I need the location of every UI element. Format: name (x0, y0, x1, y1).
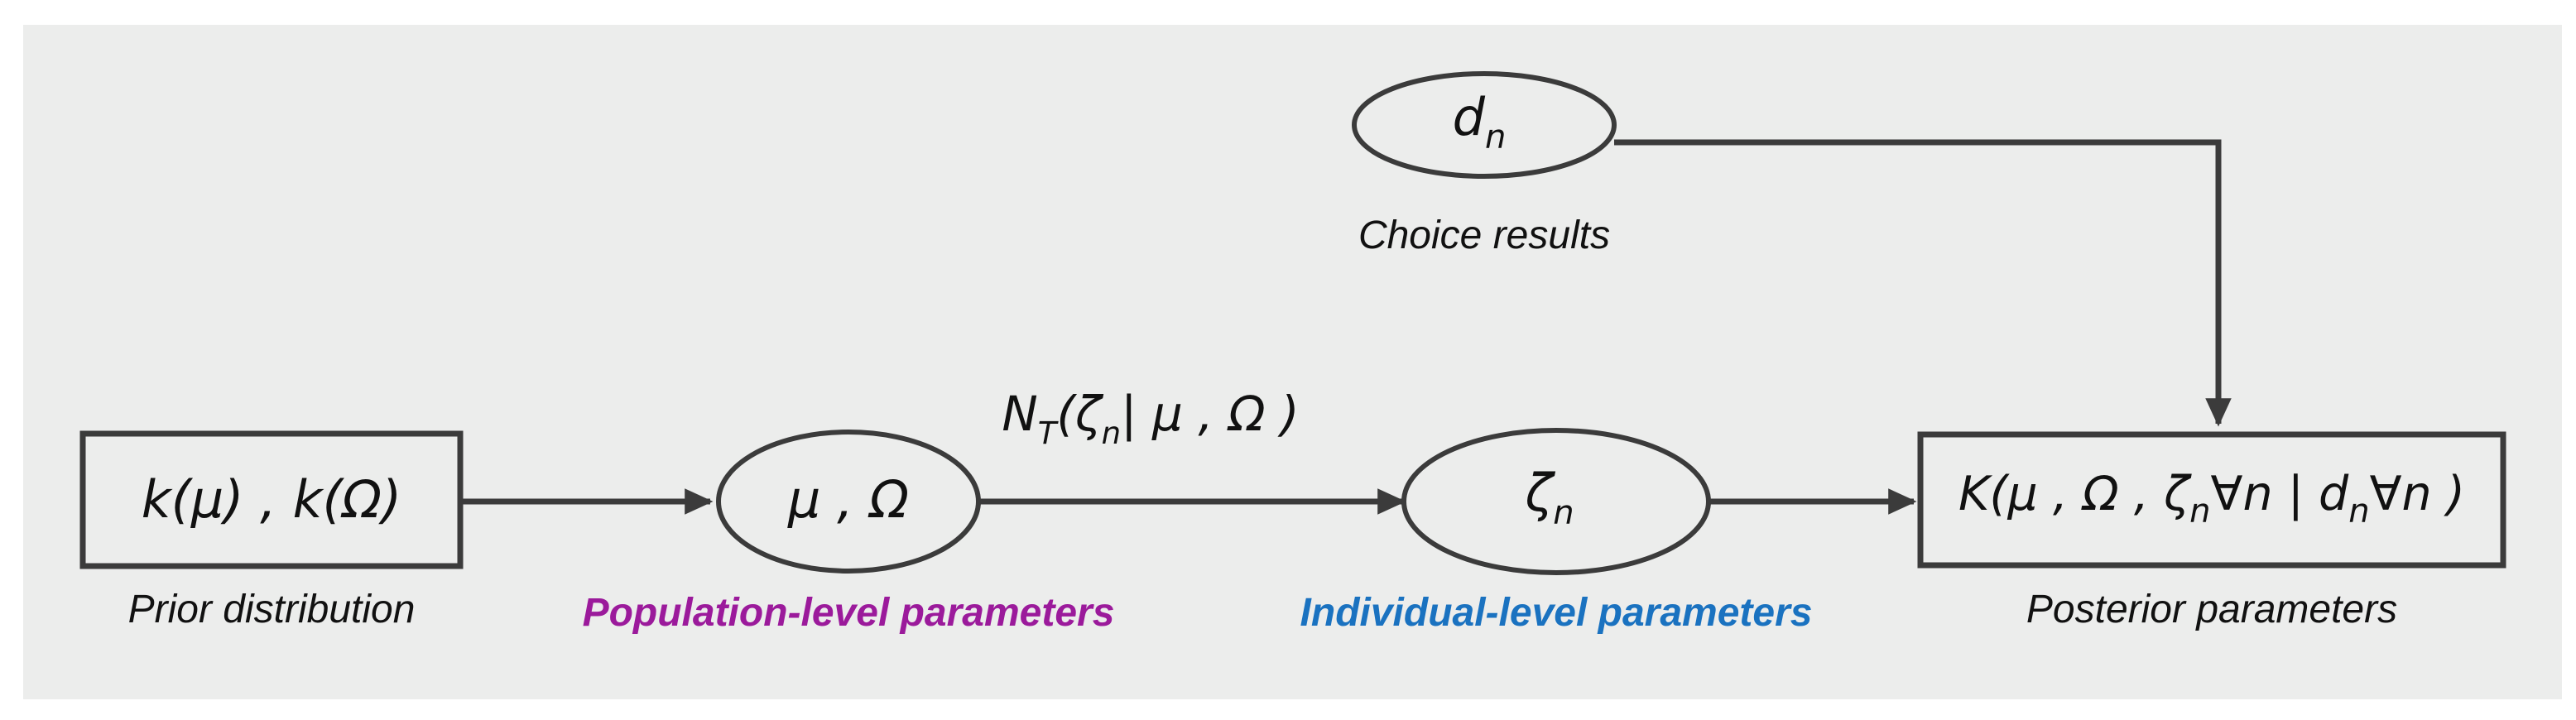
posterior-d-subscript: n (2348, 492, 2369, 530)
node-population-symbol: μ , Ω (787, 469, 909, 530)
node-posterior-parameters[interactable] (1917, 431, 2506, 569)
node-choice-symbol-subscript: n (1485, 118, 1506, 156)
posterior-zeta-subscript: n (2189, 492, 2210, 530)
node-choice-results[interactable] (1352, 71, 1617, 179)
node-population-level[interactable] (716, 430, 981, 574)
edge-label-zeta-subscript: n (1102, 415, 1121, 451)
posterior-mid: ∀n | d (2210, 467, 2349, 521)
posterior-open: K(μ , Ω , ζ (1958, 467, 2192, 521)
diagram-canvas-background (23, 25, 2562, 699)
posterior-close: ∀n ) (2370, 467, 2465, 521)
edge-choice-to-posterior (1614, 139, 2232, 427)
caption-population-level: Population-level parameters (583, 591, 1115, 635)
edge-label-N-subscript: T (1038, 415, 1059, 451)
edge-label-N: N (1002, 386, 1037, 442)
node-individual-symbol-base: ζ (1524, 463, 1555, 523)
edge-label-tail: | μ , Ω ) (1121, 386, 1300, 442)
caption-individual-level: Individual-level parameters (1300, 591, 1813, 635)
node-individual-symbol: ζn (1524, 463, 1574, 532)
node-individual-symbol-subscript: n (1553, 494, 1574, 532)
caption-prior-distribution: Prior distribution (128, 588, 416, 631)
edge-label-open-zeta: (ζ (1056, 386, 1104, 442)
node-posterior-symbol: K(μ , Ω , ζn∀n | dn∀n ) (1958, 467, 2465, 530)
node-choice-symbol-base: d (1453, 87, 1486, 147)
node-prior-symbol: k(μ) , k(Ω) (142, 469, 402, 530)
node-choice-symbol: dn (1453, 87, 1507, 156)
node-individual-level[interactable] (1401, 428, 1711, 575)
edge-label-transfer-distribution: NT(ζn| μ , Ω ) (1002, 386, 1299, 451)
caption-choice-results: Choice results (1358, 214, 1610, 257)
caption-posterior-parameters: Posterior parameters (2026, 588, 2397, 631)
node-prior-distribution[interactable] (79, 430, 464, 569)
